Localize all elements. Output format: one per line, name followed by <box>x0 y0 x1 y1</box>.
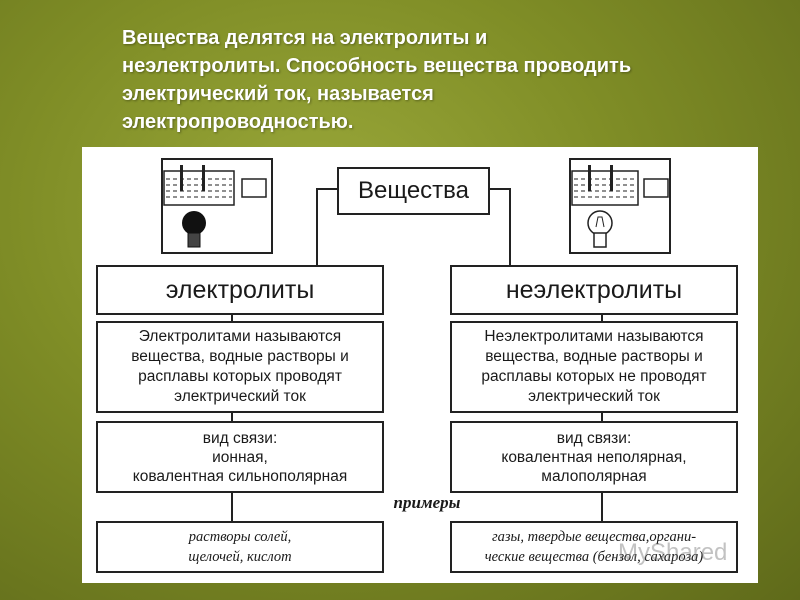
watermark: MyShared <box>618 539 728 566</box>
nonelectrolytes-title: неэлектролиты <box>505 275 683 304</box>
nonelectrolytes-examples-box: газы, твердые вещества,органи- ческие ве… <box>450 521 738 573</box>
bond-line: ковалентная сильнополярная <box>132 467 348 485</box>
example-line: растворы солей, <box>188 529 292 545</box>
electrolytes-title: электролиты <box>165 275 315 304</box>
heading-line-3: электрический ток, называется <box>122 83 434 105</box>
nonelectrolytes-title-box: неэлектролиты <box>450 265 738 315</box>
definition-line: электрический ток <box>174 388 306 405</box>
nonelectrolytes-bond-box: вид связи: ковалентная неполярная, малоп… <box>450 421 738 493</box>
definition-line: электрический ток <box>528 388 660 405</box>
lit-bulb-circuit-icon <box>161 158 273 254</box>
bond-line: ионная, <box>212 448 268 466</box>
bond-line: вид связи: <box>556 429 632 447</box>
example-line: ческие вещества (бензол, сахароза) <box>484 549 704 565</box>
definition-line: вещества, водные растворы и <box>485 348 703 365</box>
diagram-sheet: Вещества электролиты неэлектролиты Элект… <box>82 147 758 583</box>
example-line: щелочей, кислот <box>188 549 292 565</box>
root-box: Вещества <box>337 167 490 215</box>
root-label: Вещества <box>358 177 469 204</box>
bond-line: ковалентная неполярная, <box>501 448 687 466</box>
unlit-bulb-circuit-icon <box>569 158 671 254</box>
diagram-connectors <box>161 158 671 521</box>
electrolytes-bond-box: вид связи: ионная, ковалентная сильнопол… <box>96 421 384 493</box>
electrolytes-definition-box: Электролитами называются вещества, водны… <box>96 321 384 413</box>
bond-line: малополярная <box>541 467 647 485</box>
heading-line-2: неэлектролиты. Способность вещества пров… <box>122 55 632 77</box>
heading-line-4: электропроводностью. <box>122 111 354 133</box>
definition-line: вещества, водные растворы и <box>131 348 349 365</box>
electrolytes-title-box: электролиты <box>96 265 384 315</box>
definition-line: Неэлектролитами называются <box>484 328 704 345</box>
definition-line: расплавы которых не проводят <box>481 368 707 385</box>
slide-heading: Вещества делятся на электролиты и неэлек… <box>122 24 792 136</box>
nonelectrolytes-definition-box: Неэлектролитами называются вещества, вод… <box>450 321 738 413</box>
definition-line: Электролитами называются <box>138 328 342 345</box>
example-line: газы, твердые вещества,органи- <box>491 529 697 545</box>
bond-line: вид связи: <box>202 429 278 447</box>
electrolytes-examples-box: растворы солей, щелочей, кислот <box>96 521 384 573</box>
definition-line: расплавы которых проводят <box>138 368 342 385</box>
examples-label: примеры <box>372 493 482 513</box>
heading-line-1: Вещества делятся на электролиты и <box>122 27 488 49</box>
